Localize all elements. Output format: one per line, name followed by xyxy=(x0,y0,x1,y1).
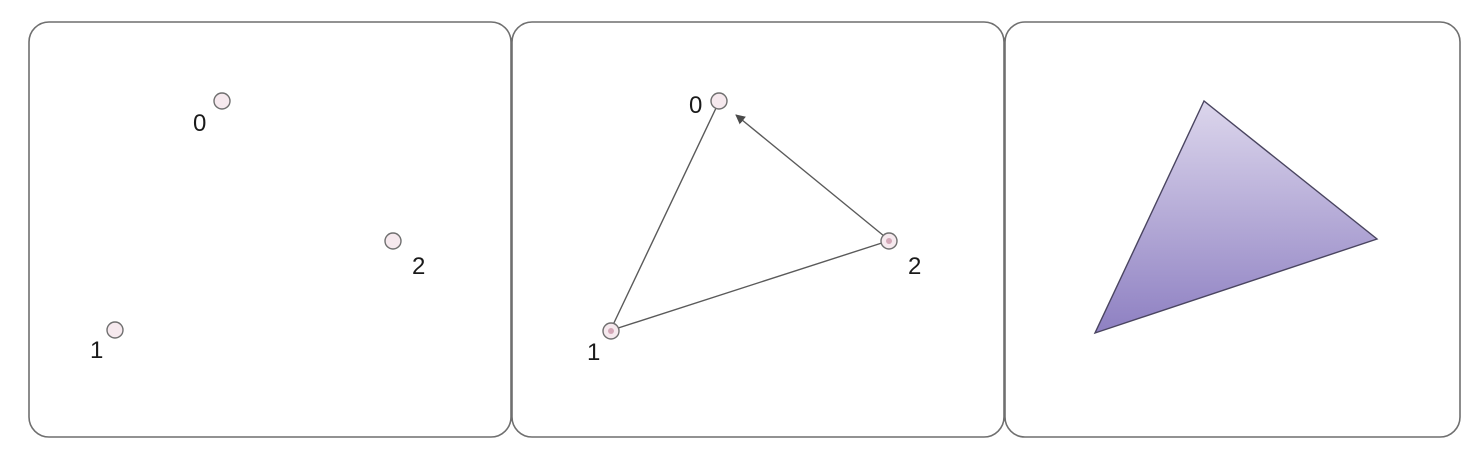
vertex-1: 1 xyxy=(587,322,620,366)
edge-1-2 xyxy=(611,240,889,331)
vertex-dot xyxy=(106,321,124,339)
vertex-dot xyxy=(213,92,231,110)
vertex-label: 1 xyxy=(90,337,103,364)
vertex-2: 2 xyxy=(880,232,921,280)
vertex-label: 2 xyxy=(908,253,921,280)
vertex-label: 0 xyxy=(193,110,206,137)
vertex-label: 1 xyxy=(587,339,600,366)
panel-frame xyxy=(511,21,1005,438)
vertex-2: 2 xyxy=(384,232,425,280)
vertex-label: 0 xyxy=(689,92,702,119)
panel-filled-triangle xyxy=(1004,21,1461,438)
vertex-dot xyxy=(710,92,728,110)
vertex-0: 0 xyxy=(689,92,728,119)
vertex-0: 0 xyxy=(193,92,231,137)
panel-vertices: 0 1 2 xyxy=(28,21,512,438)
panel-frame xyxy=(28,21,512,438)
vertex-label: 2 xyxy=(412,253,425,280)
filled-triangle xyxy=(1093,99,1379,335)
vertex-dot-center xyxy=(886,238,892,244)
vertex-1: 1 xyxy=(90,321,124,364)
panel-edges: 0 1 2 xyxy=(511,21,1005,438)
edge-0-1 xyxy=(611,105,718,328)
edge-2-0-arrow xyxy=(735,114,885,237)
vertex-dot xyxy=(384,232,402,250)
vertex-dot-center xyxy=(608,328,614,334)
